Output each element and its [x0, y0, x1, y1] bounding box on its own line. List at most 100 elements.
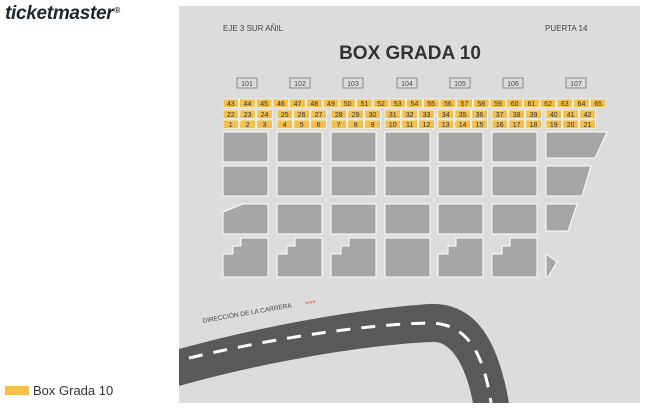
seat[interactable]: 64: [573, 98, 590, 108]
seat[interactable]: 32: [401, 109, 418, 119]
seat[interactable]: 39: [525, 109, 542, 119]
svg-text:35: 35: [459, 112, 467, 119]
seat[interactable]: 8: [347, 119, 364, 129]
seat[interactable]: 3: [256, 119, 273, 129]
seat[interactable]: 4: [276, 119, 293, 129]
seat[interactable]: 33: [418, 109, 435, 119]
svg-text:28: 28: [335, 112, 343, 119]
seat[interactable]: 43: [222, 98, 239, 108]
seat[interactable]: 13: [437, 119, 454, 129]
section-box: [289, 77, 311, 89]
seat[interactable]: 16: [491, 119, 508, 129]
svg-text:59: 59: [494, 101, 502, 108]
seat[interactable]: 40: [545, 109, 562, 119]
seat[interactable]: 18: [525, 119, 542, 129]
svg-text:51: 51: [360, 101, 368, 108]
svg-text:1: 1: [229, 122, 233, 129]
seat[interactable]: 51: [356, 98, 373, 108]
seat[interactable]: 25: [276, 109, 293, 119]
gate-label: PUERTA 14: [545, 24, 588, 33]
svg-text:49: 49: [327, 101, 335, 108]
seat[interactable]: 23: [239, 109, 256, 119]
seat[interactable]: 17: [508, 119, 525, 129]
race-track: [179, 303, 509, 403]
svg-text:64: 64: [578, 101, 586, 108]
seat[interactable]: 59: [489, 98, 507, 108]
seat[interactable]: 42: [579, 109, 596, 119]
seat[interactable]: 47: [289, 98, 306, 108]
seat[interactable]: 46: [272, 98, 289, 108]
gray-box: [276, 237, 323, 278]
seat[interactable]: 60: [506, 98, 523, 108]
seat[interactable]: 45: [256, 98, 273, 108]
seat[interactable]: 54: [406, 98, 423, 108]
ticketmaster-logo: ticketmaster®: [5, 3, 120, 24]
seat[interactable]: 58: [473, 98, 490, 108]
seat[interactable]: 31: [384, 109, 401, 119]
seat[interactable]: 57: [456, 98, 473, 108]
seat[interactable]: 14: [454, 119, 471, 129]
seat[interactable]: 48: [306, 98, 323, 108]
seat[interactable]: 22: [222, 109, 239, 119]
seat[interactable]: 27: [310, 109, 327, 119]
seat[interactable]: 35: [454, 109, 471, 119]
street-label: EJE 3 SUR AÑIL: [223, 24, 284, 33]
seat[interactable]: 55: [423, 98, 440, 108]
seat[interactable]: 5: [293, 119, 310, 129]
gray-box-edge: [545, 253, 558, 278]
seat[interactable]: 28: [330, 109, 347, 119]
seat[interactable]: 49: [322, 98, 339, 108]
seat[interactable]: 34: [437, 109, 454, 119]
seat[interactable]: 29: [347, 109, 364, 119]
gray-box: [222, 203, 269, 235]
seat[interactable]: 1: [222, 119, 239, 129]
gray-box-edge: [545, 203, 578, 232]
seat[interactable]: 12: [418, 119, 435, 129]
svg-text:50: 50: [344, 101, 352, 108]
gray-box: [222, 237, 269, 278]
seat[interactable]: 24: [256, 109, 273, 119]
gray-box: [491, 131, 538, 163]
gray-box: [276, 203, 323, 235]
seat[interactable]: 20: [562, 119, 579, 129]
svg-text:19: 19: [550, 122, 558, 129]
seat[interactable]: 52: [373, 98, 390, 108]
seat[interactable]: 44: [239, 98, 256, 108]
seat[interactable]: 15: [471, 119, 488, 129]
seat[interactable]: 37: [491, 109, 508, 119]
seat[interactable]: 41: [562, 109, 579, 119]
seat[interactable]: 11: [401, 119, 418, 129]
svg-text:22: 22: [227, 112, 235, 119]
seat[interactable]: 50: [339, 98, 356, 108]
seat[interactable]: 2: [239, 119, 256, 129]
svg-text:37: 37: [496, 112, 504, 119]
seat[interactable]: 9: [364, 119, 381, 129]
section-box: [565, 77, 587, 89]
seat[interactable]: 19: [545, 119, 562, 129]
seat[interactable]: 6: [310, 119, 327, 129]
gray-box: [491, 165, 538, 197]
seat[interactable]: 63: [556, 98, 573, 108]
section-label: 102: [294, 81, 306, 88]
seat[interactable]: 56: [439, 98, 456, 108]
legend-label: Box Grada 10: [33, 383, 114, 398]
seat[interactable]: 53: [389, 98, 406, 108]
svg-text:41: 41: [567, 112, 575, 119]
seat[interactable]: 10: [384, 119, 401, 129]
seat[interactable]: 61: [523, 98, 540, 108]
direction-arrows: »»»: [305, 298, 317, 307]
gray-box: [384, 237, 431, 278]
seat[interactable]: 30: [364, 109, 381, 119]
seat[interactable]: 26: [293, 109, 310, 119]
seat[interactable]: 38: [508, 109, 525, 119]
svg-text:63: 63: [561, 101, 569, 108]
seat[interactable]: 62: [539, 98, 557, 108]
legend: Box Grada 10: [5, 383, 113, 398]
gray-box: [330, 237, 377, 278]
seat[interactable]: 65: [590, 98, 607, 108]
seat[interactable]: 7: [330, 119, 347, 129]
seat[interactable]: 36: [471, 109, 488, 119]
svg-text:32: 32: [406, 112, 414, 119]
seat[interactable]: 21: [579, 119, 596, 129]
svg-text:9: 9: [371, 122, 375, 129]
